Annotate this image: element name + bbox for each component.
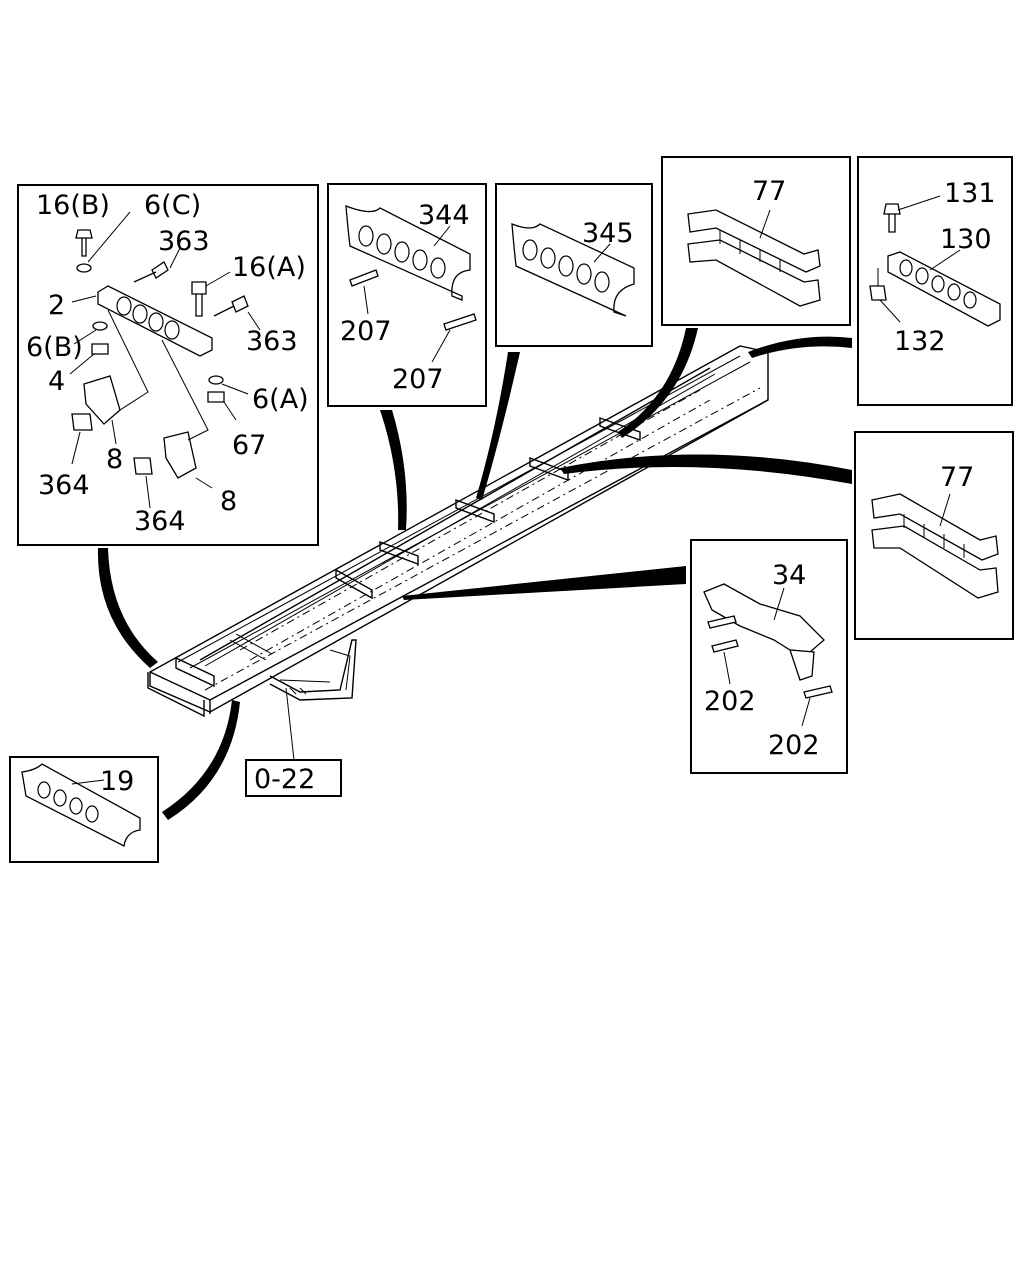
bolt-363-icon	[133, 261, 169, 283]
callout-label: 363	[158, 226, 210, 257]
callout-label: 67	[232, 430, 266, 461]
panel-crossmember-344: 344 207 207	[327, 183, 487, 407]
bracket-8b-icon	[163, 431, 197, 479]
nut-132-icon	[869, 285, 887, 301]
callout-label: 364	[134, 506, 186, 537]
washer-6a-icon	[208, 375, 224, 385]
nut-364-icon	[71, 413, 93, 431]
nut-4-icon	[91, 343, 109, 355]
callout-label: 131	[944, 178, 996, 209]
callout-label: 207	[392, 364, 444, 395]
callout-label: 16(B)	[36, 190, 110, 221]
leader-lines	[97, 328, 852, 820]
callout-label: 132	[894, 326, 946, 357]
reference-box[interactable]: 0-22	[245, 759, 342, 797]
callout-label: 8	[220, 486, 237, 517]
nut-364b-icon	[133, 457, 153, 475]
washer-6b-icon	[92, 321, 108, 331]
panel-frame	[857, 156, 1013, 406]
callout-label: 16(A)	[232, 252, 306, 283]
callout-label: 202	[704, 686, 756, 717]
bolt-363b-icon	[213, 295, 249, 317]
main-frame	[147, 345, 769, 718]
callout-label: 202	[768, 730, 820, 761]
callout-label: 207	[340, 316, 392, 347]
callout-label: 2	[48, 290, 65, 321]
panel-crossmember-19: 19	[9, 756, 159, 863]
bracket-8-icon	[83, 375, 121, 425]
reference-label[interactable]: 0-22	[254, 764, 315, 795]
callout-label: 8	[106, 444, 123, 475]
bolt-16a-icon	[191, 281, 207, 317]
panel-crossmember-77-right: 77	[854, 431, 1014, 640]
callout-label: 6(A)	[252, 384, 309, 415]
bolt-131-icon	[883, 203, 901, 233]
callout-label: 363	[246, 326, 298, 357]
shim-202-icon	[711, 639, 739, 653]
callout-label: 364	[38, 470, 90, 501]
panel-crossmember-34: 34 202 202	[690, 539, 848, 774]
callout-label: 34	[772, 560, 806, 591]
callout-label: 345	[582, 218, 634, 249]
panel-frame	[17, 184, 319, 546]
shim-207-icon	[349, 269, 379, 287]
callout-label: 19	[100, 766, 134, 797]
callout-label: 6(C)	[144, 190, 201, 221]
bolt-16b-icon	[75, 229, 93, 257]
callout-label: 4	[48, 366, 65, 397]
callout-label: 6(B)	[26, 332, 83, 363]
shim-202b-icon	[803, 685, 833, 699]
nut-67-icon	[207, 391, 225, 403]
panel-frame	[690, 539, 848, 774]
panel-crossmember-77-top: 77	[661, 156, 851, 326]
panel-crossmember-345: 345	[495, 183, 653, 347]
shim-207b-icon	[443, 313, 477, 331]
panel-crossmember-130: 131 130 132	[857, 156, 1013, 406]
panel-bracket-assembly: 16(B) 6(C) 363 16(A) 2 363 6(B) 4 6(A) 6…	[17, 184, 319, 546]
callout-label: 77	[752, 176, 786, 207]
washer-6c-icon	[76, 263, 92, 273]
callout-label: 344	[418, 200, 470, 231]
callout-label: 130	[940, 224, 992, 255]
callout-label: 77	[940, 462, 974, 493]
